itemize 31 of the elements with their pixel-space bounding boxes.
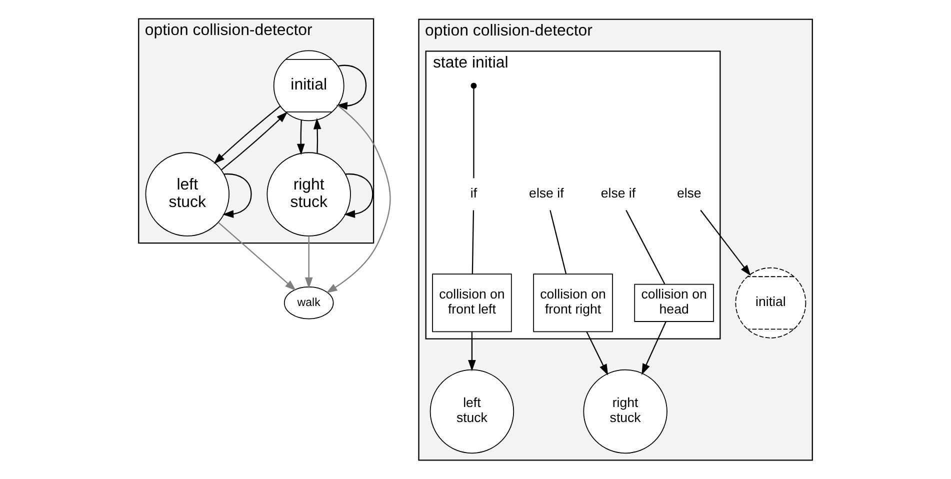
node-box: collision on front left [432, 274, 512, 332]
arrow [304, 236, 313, 289]
node-circle [470, 82, 477, 89]
arrow [222, 173, 252, 218]
arrow [218, 222, 296, 291]
arrow [586, 332, 608, 376]
node-box: collision on head [634, 284, 714, 322]
node-text: else if [529, 185, 564, 200]
connector [473, 88, 474, 178]
arrow [214, 106, 281, 164]
arrow [336, 64, 367, 110]
arrow [326, 105, 391, 294]
node-circle: initial [735, 267, 806, 338]
node-box: collision on front right [533, 274, 613, 332]
node-circle: right stuck [583, 369, 668, 454]
node-text: if [470, 185, 478, 200]
arrow [344, 173, 374, 218]
node-ellipse: walk [284, 286, 334, 320]
node-text: else if [600, 185, 636, 200]
arrow [700, 210, 751, 276]
arrow [296, 120, 305, 155]
arrow [468, 332, 476, 372]
node-text: else [676, 185, 702, 200]
arrow [221, 112, 288, 170]
node-circle: left stuck [430, 369, 514, 454]
connector [472, 210, 474, 274]
connector [626, 210, 666, 284]
arrow [313, 118, 322, 154]
arrow [642, 321, 666, 375]
connector [550, 210, 567, 274]
node-circle: right stuck [266, 152, 351, 236]
